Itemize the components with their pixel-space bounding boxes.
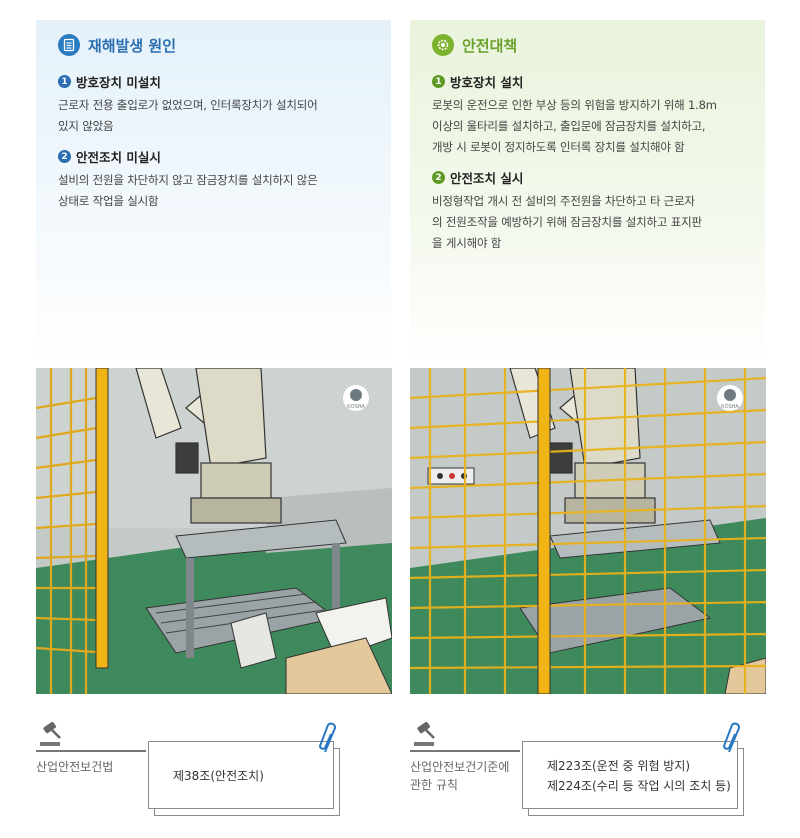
cause-panel: 재해발생 원인 1 방호장치 미설치 근로자 전용 출입로가 없었으며, 인터록장… (36, 20, 391, 368)
paperclip-icon (318, 722, 336, 753)
accident-scene-illustration: KOSHA (36, 368, 392, 694)
item-number-badge: 1 (58, 75, 71, 88)
measure-panel: 안전대책 1 방호장치 설치 로봇의 운전으로 인한 부상 등의 위험을 방지하기… (410, 20, 765, 368)
item-line: 있지 않았음 (58, 119, 114, 133)
divider-line (410, 750, 520, 752)
law-name-line: 산업안전보건기준에 (410, 760, 510, 774)
gavel-icon (414, 722, 435, 746)
law-article-card: 제38조(안전조치) (148, 722, 336, 809)
item-number-badge: 2 (432, 171, 445, 184)
measure-item-1: 1 방호장치 설치 로봇의 운전으로 인한 부상 등의 위험을 방지하기 위해 1… (432, 72, 750, 158)
law-name-line: 산업안전보건법 (36, 760, 114, 774)
cause-title: 재해발생 원인 (88, 36, 177, 55)
gavel-icon (40, 722, 61, 746)
law-article: 제223조(운전 중 위험 방지) (547, 759, 691, 773)
item-title: 안전조치 실시 (450, 171, 524, 186)
kosha-logo-right: KOSHA (717, 385, 743, 411)
law-reference-right: 산업안전보건기준에 관한 규칙 제223조(운전 중 위험 방지) 제224조(… (410, 718, 766, 828)
law-name: 산업안전보건법 (36, 758, 146, 776)
item-line: 설비의 전원을 차단하지 않고 잠금장치를 설치하지 않은 (58, 173, 318, 187)
clipboard-list-icon (58, 34, 80, 56)
kosha-logo-left: KOSHA (343, 385, 369, 411)
gear-safety-icon (432, 34, 454, 56)
item-number-badge: 1 (432, 75, 445, 88)
law-name-line: 관한 규칙 (410, 778, 458, 792)
item-line: 근로자 전용 출입로가 없었으며, 인터록장치가 설치되어 (58, 98, 318, 112)
item-line: 상태로 작업을 실시함 (58, 194, 159, 208)
item-line: 이상의 울타리를 설치하고, 출입문에 잠금장치를 설치하고, (432, 119, 706, 133)
item-line: 비정형작업 개시 전 설비의 주전원을 차단하고 타 근로자 (432, 194, 695, 208)
item-line: 개방 시 로봇이 정지하도록 인터록 장치를 설치해야 함 (432, 140, 685, 154)
divider-line (36, 750, 146, 752)
law-name: 산업안전보건기준에 관한 규칙 (410, 758, 520, 794)
item-line: 의 전원조작을 예방하기 위해 잠금장치를 설치하고 표지판 (432, 215, 702, 229)
measure-header: 안전대책 (432, 34, 517, 56)
safety-measure-illustration: KOSHA (410, 368, 766, 694)
item-title: 방호장치 미설치 (76, 75, 161, 90)
svg-text:KOSHA: KOSHA (721, 404, 739, 410)
svg-text:KOSHA: KOSHA (347, 404, 365, 410)
item-title: 방호장치 설치 (450, 75, 524, 90)
item-line: 을 게시해야 함 (432, 236, 502, 250)
item-number-badge: 2 (58, 150, 71, 163)
paperclip-icon (722, 722, 740, 753)
law-article: 제38조(안전조치) (173, 769, 264, 783)
measure-items: 1 방호장치 설치 로봇의 운전으로 인한 부상 등의 위험을 방지하기 위해 1… (432, 72, 750, 264)
item-line: 로봇의 운전으로 인한 부상 등의 위험을 방지하기 위해 1.8m (432, 98, 717, 112)
measure-title: 안전대책 (462, 36, 518, 55)
item-title: 안전조치 미실시 (76, 150, 161, 165)
cause-header: 재해발생 원인 (58, 34, 176, 56)
law-article-card: 제223조(운전 중 위험 방지) 제224조(수리 등 작업 시의 조치 등) (522, 722, 740, 809)
law-article: 제224조(수리 등 작업 시의 조치 등) (547, 779, 731, 793)
law-reference-left: 산업안전보건법 제38조(안전조치) (36, 718, 392, 828)
